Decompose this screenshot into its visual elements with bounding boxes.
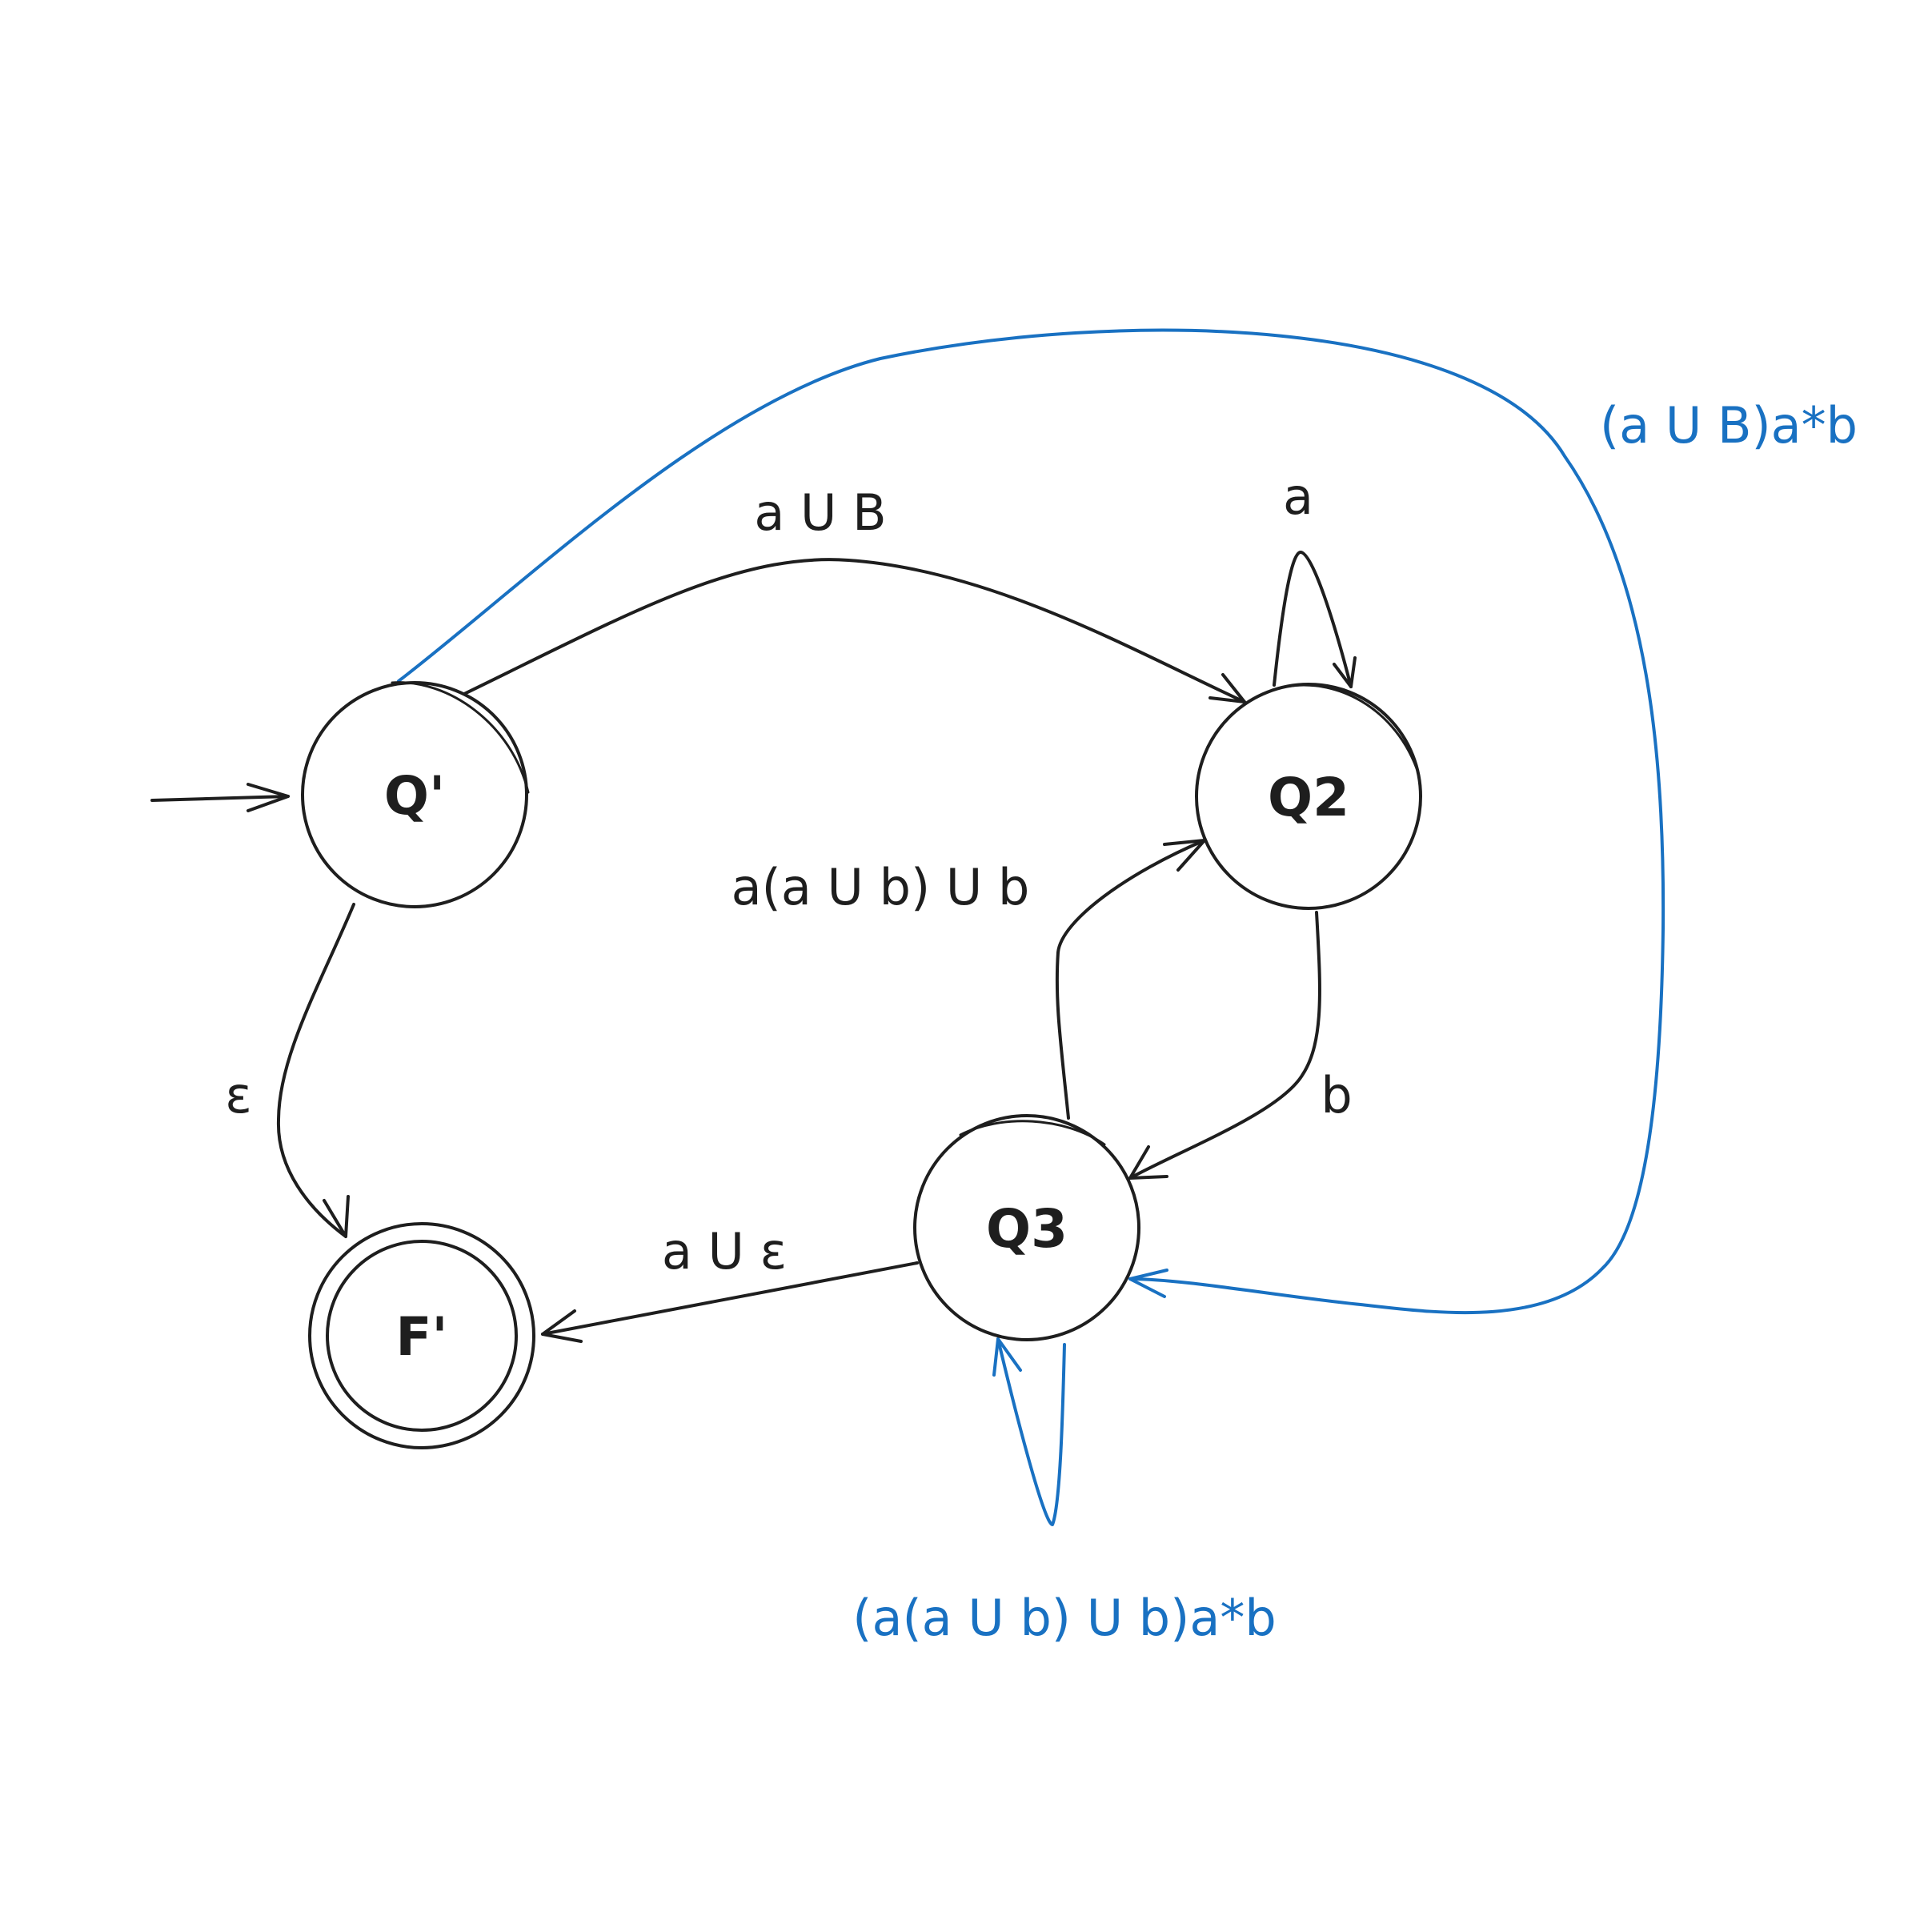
- state-q-prime-label: Q': [384, 765, 445, 827]
- label-q2-to-q3: b: [1321, 1066, 1352, 1124]
- state-q-prime: Q': [301, 681, 530, 908]
- edge-q3-to-fprime: [541, 1261, 919, 1343]
- start-arrow: [150, 783, 290, 812]
- state-q2-label: Q2: [1268, 767, 1349, 828]
- state-q3: Q3: [913, 1114, 1140, 1341]
- edge-qprime-to-q3-new: [397, 328, 1665, 1315]
- edge-q2-to-q3: [1128, 911, 1321, 1180]
- label-q3-to-fprime: a U ε: [662, 1222, 787, 1281]
- label-qprime-to-q3-new: (a U B)a*b: [1600, 396, 1858, 455]
- edge-q2-self-loop: [1273, 551, 1357, 688]
- edge-qprime-to-fprime: [276, 903, 355, 1238]
- state-q2: Q2: [1195, 683, 1422, 910]
- label-q3-to-q2: a(a U b) U b: [732, 858, 1030, 916]
- state-q3-label: Q3: [986, 1198, 1068, 1260]
- label-qprime-to-q2: a U B: [754, 483, 886, 542]
- edge-q3-to-q2: [1055, 839, 1206, 1120]
- edge-qprime-to-q2: [463, 558, 1246, 703]
- label-qprime-to-fprime: ε: [225, 1066, 252, 1124]
- state-f-prime-label: F': [395, 1306, 447, 1368]
- state-f-prime-accepting: F': [308, 1222, 535, 1449]
- edge-q3-self-loop-new: [992, 1337, 1066, 1526]
- label-q3-self-loop-new: (a(a U b) U b)a*b: [852, 1589, 1276, 1647]
- label-q2-self-loop: a: [1283, 467, 1313, 526]
